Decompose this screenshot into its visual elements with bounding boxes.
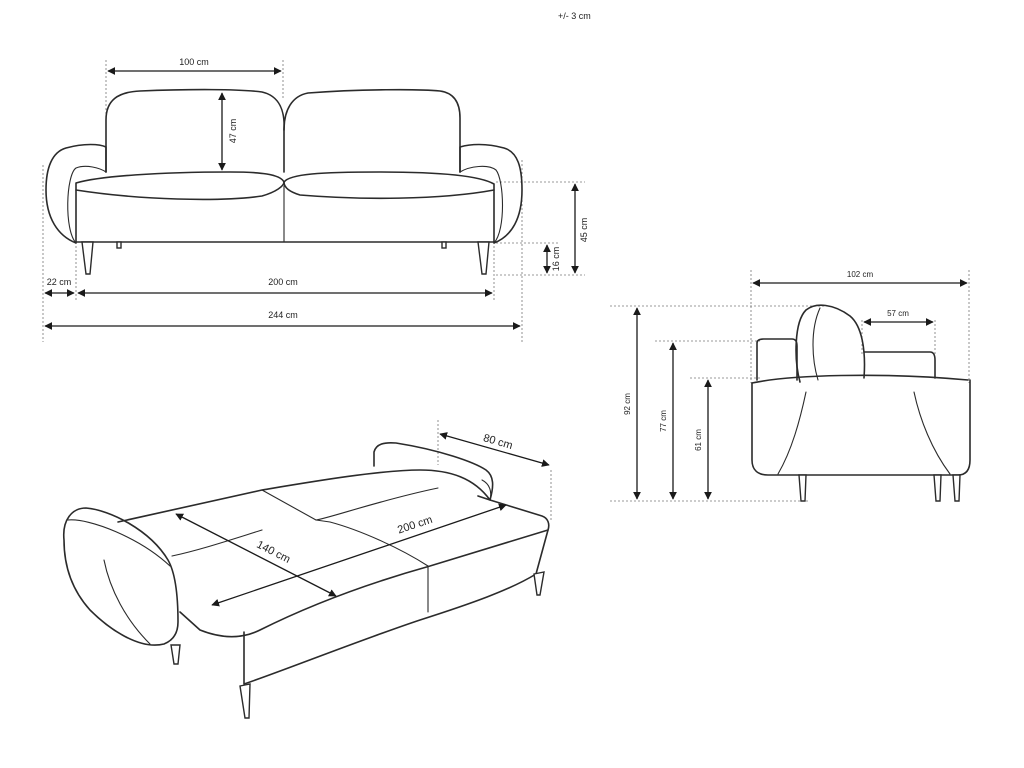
dim-sleep-width-label: 140 cm (255, 539, 293, 566)
side-leg-3 (952, 474, 961, 502)
dim-seat-height-label: 45 cm (579, 218, 589, 243)
front-view: 100 cm 47 cm 45 cm 16 cm 22 cm 200 cm 24… (42, 57, 589, 342)
dim-inner-width-label: 200 cm (268, 277, 298, 287)
dim-seat-width-label: 100 cm (179, 57, 209, 67)
side-back-cushion (795, 304, 866, 383)
dim-depth-label: 102 cm (847, 270, 874, 279)
dim-leg-height-label: 16 cm (551, 247, 561, 272)
dim-bed-depth-label: 80 cm (482, 432, 514, 452)
bed-view: 80 cm 200 cm 140 cm (62, 420, 552, 719)
dim-sleep-length-label: 200 cm (396, 514, 434, 537)
back-cushion-right (283, 88, 461, 173)
sofa-base (75, 189, 495, 243)
leg-right (477, 241, 490, 275)
side-rear-arm (756, 338, 798, 381)
leg-inner-left (116, 241, 122, 249)
dim-total-width-label: 244 cm (268, 310, 298, 320)
leg-inner-right (441, 241, 447, 249)
dim-seat-level-label: 61 cm (694, 429, 703, 451)
bed-near-arm (62, 507, 179, 646)
left-armrest (45, 143, 107, 244)
dim-sleep-width-line (175, 513, 337, 597)
dim-total-height-label: 92 cm (623, 393, 632, 415)
side-view: 102 cm 57 cm 92 cm 77 cm 61 cm (610, 270, 971, 502)
dim-bed-depth-line (439, 432, 550, 467)
leg-left (81, 241, 94, 275)
tolerance-note: +/- 3 cm (558, 11, 591, 21)
bed-mattress (117, 469, 550, 638)
dim-seat-depth-label: 57 cm (887, 309, 909, 318)
back-cushion-left (105, 88, 285, 173)
bed-front-body (243, 529, 549, 685)
side-body (751, 379, 971, 476)
side-leg-2 (933, 474, 942, 502)
seat-cushion-right (283, 171, 495, 200)
bed-leg-3 (533, 571, 545, 596)
side-leg-1 (798, 474, 807, 502)
side-seat (863, 351, 936, 379)
bed-leg-1 (170, 644, 181, 665)
dim-arm-width-label: 22 cm (47, 277, 72, 287)
bed-leg-2 (239, 683, 251, 719)
right-armrest (459, 143, 523, 244)
dim-arm-height-label: 77 cm (659, 410, 668, 432)
dim-cushion-height-label: 47 cm (228, 119, 238, 144)
seat-cushion-left (75, 171, 285, 201)
